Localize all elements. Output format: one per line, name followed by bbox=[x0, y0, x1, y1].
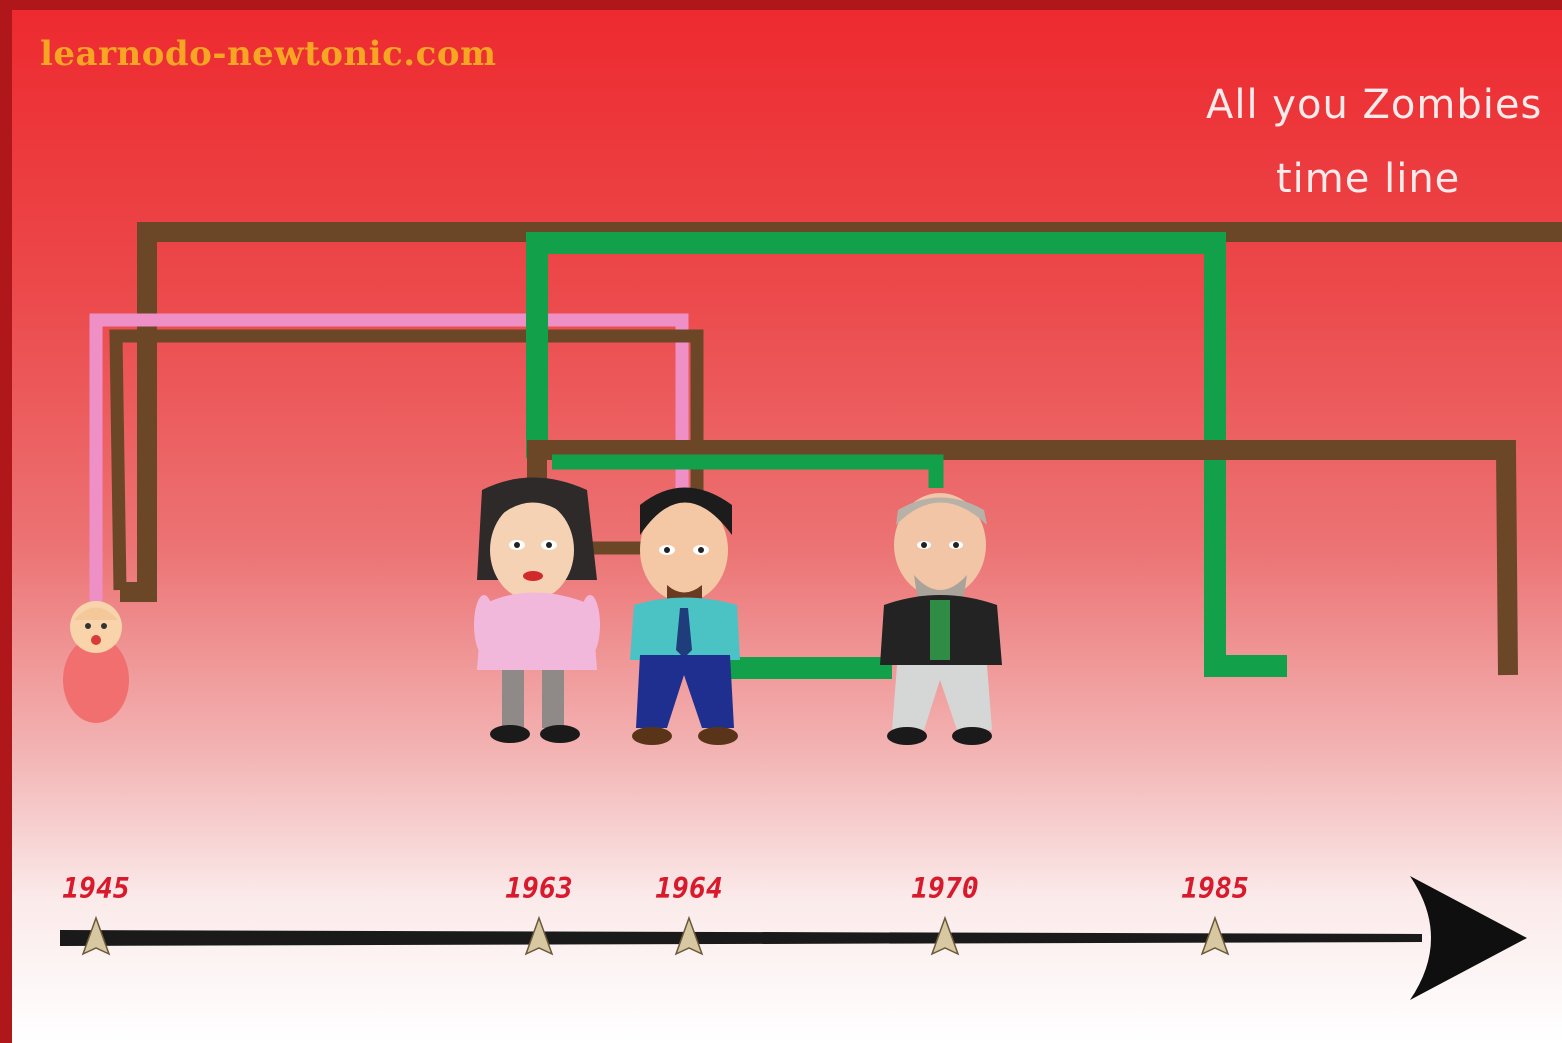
year-label-1964: 1964 bbox=[655, 872, 722, 905]
path-lines bbox=[96, 232, 1562, 675]
year-labels: 1945 1963 1964 1970 1985 bbox=[62, 872, 1248, 905]
timeline-axis bbox=[60, 876, 1527, 1000]
baby-character bbox=[63, 601, 129, 723]
year-label-1945: 1945 bbox=[62, 872, 129, 905]
year-label-1970: 1970 bbox=[911, 872, 978, 905]
green-path-mid bbox=[552, 462, 936, 488]
year-label-1963: 1963 bbox=[505, 872, 572, 905]
woman-character bbox=[474, 478, 600, 744]
diagram-canvas: learnodo-newtonic.com All you Zombies ti… bbox=[12, 10, 1562, 1043]
year-label-1985: 1985 bbox=[1181, 872, 1248, 905]
older-man-character bbox=[880, 493, 1002, 745]
brown-outer-path bbox=[120, 232, 1562, 592]
young-man-character bbox=[630, 488, 740, 746]
timeline-diagram: 1945 1963 1964 1970 1985 bbox=[12, 10, 1562, 1043]
